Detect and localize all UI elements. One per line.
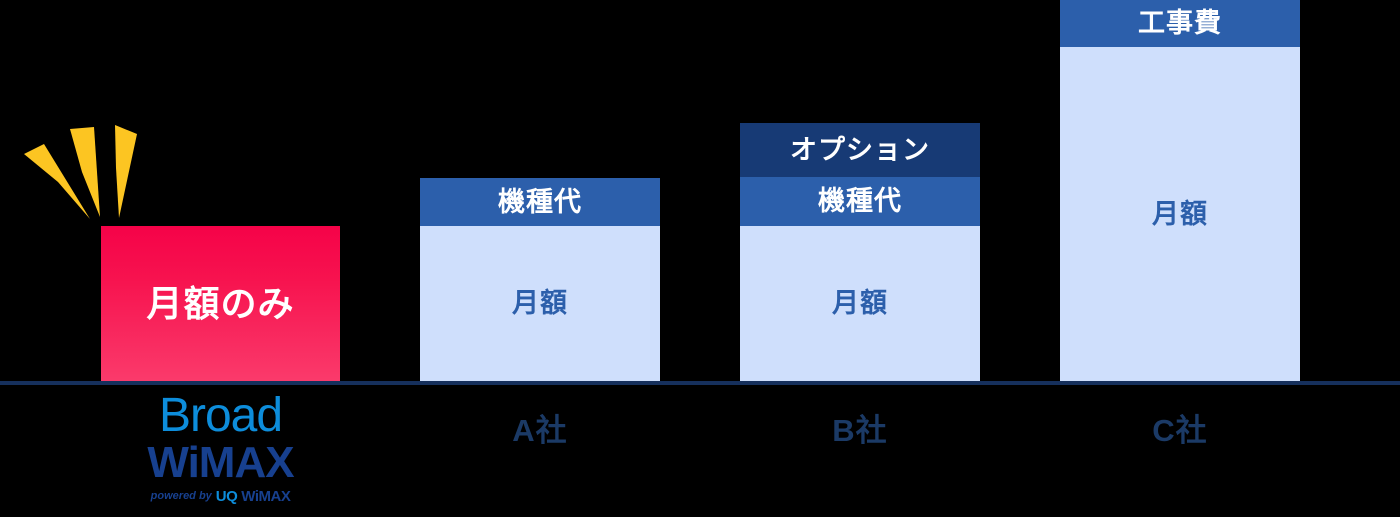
logo-wimax-text: WiMAX bbox=[147, 437, 294, 487]
bar-segment-label: 工事費 bbox=[1138, 8, 1222, 38]
logo-uq-wimax-text: WiMAX bbox=[241, 487, 291, 505]
bar-segment-label: 機種代 bbox=[818, 186, 902, 216]
axis-baseline bbox=[0, 381, 1400, 385]
bar-segment-label: 月額 bbox=[1152, 198, 1208, 229]
bar-segment-label: 月額 bbox=[832, 288, 888, 318]
bar-company-b[interactable]: オプション 機種代 月額 bbox=[740, 123, 980, 381]
bar-segment-label: 機種代 bbox=[498, 186, 582, 217]
bar-segment-monthly[interactable]: 月額 bbox=[1060, 47, 1300, 381]
logo-powered-by-text: powered by bbox=[150, 490, 212, 503]
bar-segment-label: 月額 bbox=[512, 288, 568, 318]
bar-segment-monthly[interactable]: 月額 bbox=[740, 226, 980, 381]
category-label-company-b: B社 bbox=[832, 413, 888, 448]
bar-segment-monthly-only[interactable]: 月額のみ bbox=[101, 226, 340, 381]
bar-segment-construction-fee[interactable]: 工事費 bbox=[1060, 0, 1300, 47]
bar-broad-wimax[interactable]: 月額のみ bbox=[101, 226, 340, 381]
bar-segment-label: オプション bbox=[790, 134, 930, 165]
sparkle-rays-icon bbox=[14, 112, 164, 222]
bar-segment-device-fee[interactable]: 機種代 bbox=[420, 178, 660, 226]
bar-company-c[interactable]: 工事費 月額 bbox=[1060, 0, 1300, 381]
bar-segment-option[interactable]: オプション bbox=[740, 123, 980, 177]
category-label-company-c: C社 bbox=[1152, 413, 1208, 448]
bar-segment-monthly[interactable]: 月額 bbox=[420, 226, 660, 381]
logo-broad-text: Broad bbox=[158, 389, 283, 442]
category-label-company-a: A社 bbox=[512, 413, 568, 448]
bar-segment-device-fee[interactable]: 機種代 bbox=[740, 177, 980, 226]
bar-segment-label: 月額のみ bbox=[146, 282, 295, 324]
bar-company-a[interactable]: 機種代 月額 bbox=[420, 178, 660, 381]
broad-wimax-logo: Broad WiMAX powered by UQ WiMAX bbox=[101, 389, 340, 505]
logo-powered-by-row: powered by UQ WiMAX bbox=[101, 488, 340, 505]
logo-uq-text: UQ bbox=[215, 487, 238, 505]
